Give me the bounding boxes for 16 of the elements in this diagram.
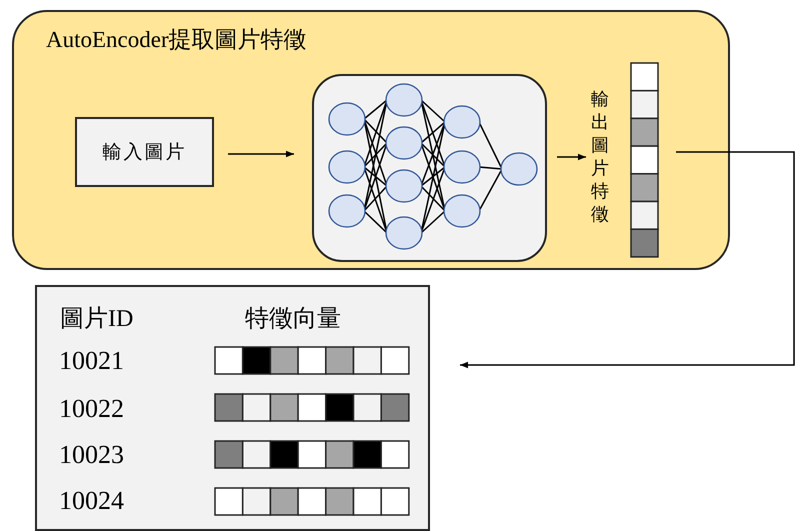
autoencoder-panel <box>12 10 730 270</box>
column-header: 圖片ID <box>60 305 134 334</box>
arrow <box>557 154 586 160</box>
feature-table-panel <box>35 285 430 531</box>
neural-network-drawing <box>312 74 547 262</box>
image-id: 10024 <box>59 485 124 516</box>
panel-title: AutoEncoder提取圖片特徵 <box>46 26 307 54</box>
image-id: 10022 <box>59 393 124 424</box>
arrow <box>460 151 795 368</box>
input-image-box <box>75 117 214 187</box>
image-id: 10023 <box>59 439 124 470</box>
column-header: 特徵向量 <box>245 305 341 334</box>
image-id: 10021 <box>59 345 124 376</box>
arrow <box>228 150 294 158</box>
box-label: 輸入圖片 <box>102 141 188 165</box>
vertical-label: 輸出圖片特徵 <box>590 88 610 226</box>
